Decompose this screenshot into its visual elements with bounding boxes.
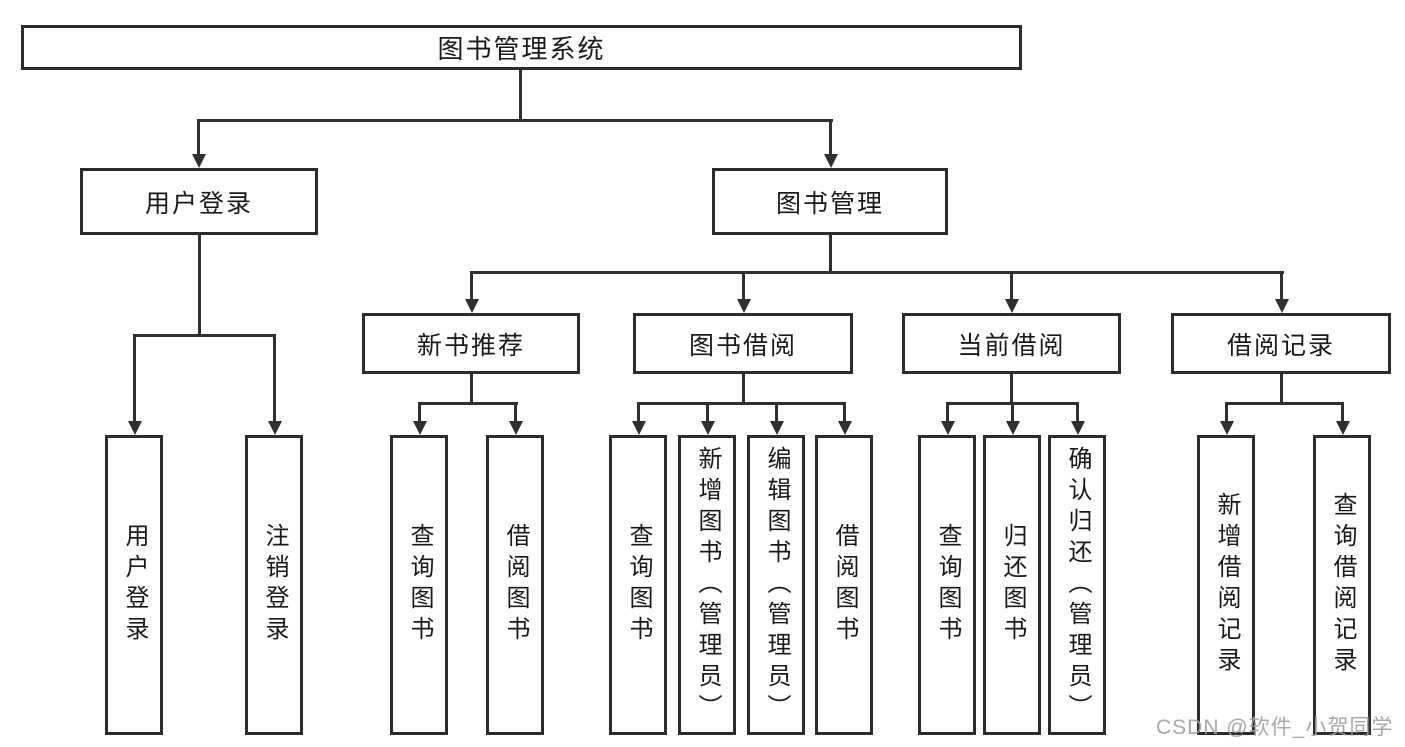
leaf-query-books-current: 查询图书 <box>918 435 976 735</box>
arrowhead <box>1275 299 1289 313</box>
connector-stem <box>1011 402 1014 422</box>
connector-root-stub <box>519 69 522 120</box>
node-label: 用户登录 <box>121 523 148 647</box>
connector-stem <box>1280 271 1283 300</box>
connector-stub <box>198 235 201 336</box>
connector-stem <box>1010 271 1013 300</box>
arrowhead <box>632 421 646 435</box>
leaf-query-books-recommend: 查询图书 <box>390 435 448 735</box>
arrowhead <box>701 421 715 435</box>
connector-split <box>637 402 846 405</box>
node-label: 新增图书（管理员） <box>694 445 721 725</box>
arrowhead <box>1336 421 1350 435</box>
connector-stem <box>1225 402 1228 422</box>
node-book-borrow: 图书借阅 <box>633 313 853 374</box>
node-label: 用户登录 <box>144 189 253 218</box>
node-label: 查询图书 <box>406 523 433 647</box>
connector-stem <box>197 119 200 155</box>
node-label: 借阅记录 <box>1226 331 1335 360</box>
node-label: 编辑图书（管理员） <box>763 445 790 725</box>
connector-stem <box>843 402 846 422</box>
node-label: 查询图书 <box>625 523 652 647</box>
leaf-logout: 注销登录 <box>245 435 303 735</box>
connector-root-split <box>197 119 833 122</box>
connector-split <box>470 271 1284 274</box>
csdn-watermark: CSDN @软件_小贺同学 <box>1156 716 1394 739</box>
arrowhead <box>824 154 838 168</box>
leaf-confirm-return-admin: 确认归还（管理员） <box>1048 435 1106 735</box>
connector-split <box>418 402 518 405</box>
node-new-book-recommend: 新书推荐 <box>362 313 580 374</box>
leaf-return-books: 归还图书 <box>983 435 1041 735</box>
arrowhead <box>128 421 142 435</box>
connector-split <box>1225 402 1344 405</box>
node-label: 新书推荐 <box>416 331 525 360</box>
leaf-edit-books-admin: 编辑图书（管理员） <box>747 435 805 735</box>
arrowhead <box>1006 421 1020 435</box>
leaf-add-books-admin: 新增图书（管理员） <box>678 435 736 735</box>
connector-stub <box>1010 374 1013 405</box>
node-label: 新增借阅记录 <box>1213 492 1240 678</box>
connector-stub <box>1280 374 1283 405</box>
connector-stem <box>829 119 832 155</box>
node-system-root: 图书管理系统 <box>21 25 1022 70</box>
node-label: 查询图书 <box>934 523 961 647</box>
arrowhead <box>1220 421 1234 435</box>
node-user-login-group: 用户登录 <box>80 168 318 235</box>
arrowhead <box>838 421 852 435</box>
node-label: 图书管理 <box>775 189 884 218</box>
connector-stem <box>418 402 421 422</box>
node-label: 图书管理系统 <box>437 34 606 64</box>
node-label: 图书借阅 <box>688 331 797 360</box>
connector-stub <box>742 374 745 405</box>
connector-stem <box>273 334 276 422</box>
connector-stem <box>742 271 745 300</box>
node-label: 查询借阅记录 <box>1329 492 1356 678</box>
connector-stem <box>514 402 517 422</box>
node-book-management: 图书管理 <box>712 168 948 235</box>
node-label: 借阅图书 <box>831 523 858 647</box>
arrowhead <box>737 299 751 313</box>
leaf-query-borrow-record: 查询借阅记录 <box>1313 435 1371 735</box>
leaf-add-borrow-record: 新增借阅记录 <box>1197 435 1255 735</box>
arrowhead <box>509 421 523 435</box>
node-label: 当前借阅 <box>957 331 1066 360</box>
connector-stem <box>946 402 949 422</box>
node-current-borrow: 当前借阅 <box>902 313 1121 374</box>
connector-stub <box>470 374 473 405</box>
connector-stem <box>706 402 709 422</box>
node-label: 确认归还（管理员） <box>1064 445 1091 725</box>
node-label: 归还图书 <box>999 523 1026 647</box>
arrowhead <box>413 421 427 435</box>
arrowhead <box>465 299 479 313</box>
connector-stem <box>775 402 778 422</box>
connector-stem <box>133 334 136 422</box>
connector-stem <box>637 402 640 422</box>
leaf-user-login: 用户登录 <box>105 435 163 735</box>
arrowhead <box>268 421 282 435</box>
connector-stem <box>1341 402 1344 422</box>
connector-stub <box>829 235 832 274</box>
leaf-borrow-books: 借阅图书 <box>815 435 873 735</box>
leaf-borrow-books-recommend: 借阅图书 <box>486 435 544 735</box>
connector-split <box>133 334 276 337</box>
arrowhead <box>192 154 206 168</box>
leaf-query-books-borrow: 查询图书 <box>609 435 667 735</box>
node-label: 借阅图书 <box>502 523 529 647</box>
connector-stem <box>470 271 473 300</box>
arrowhead <box>1005 299 1019 313</box>
node-label: 注销登录 <box>261 523 288 647</box>
connector-stem <box>1076 402 1079 422</box>
node-borrow-records: 借阅记录 <box>1171 313 1391 374</box>
arrowhead <box>1071 421 1085 435</box>
arrowhead <box>941 421 955 435</box>
arrowhead <box>770 421 784 435</box>
